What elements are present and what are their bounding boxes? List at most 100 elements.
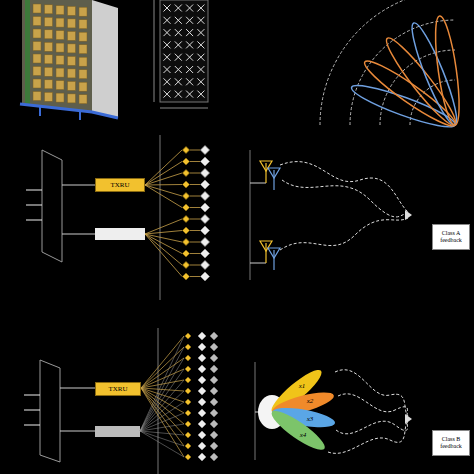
- phase-shifter: [183, 273, 190, 280]
- antenna-element: [198, 420, 206, 428]
- cross-element: [175, 91, 182, 98]
- cross-element: [175, 78, 182, 85]
- txru-box: TXRU: [95, 178, 145, 192]
- cross-element: [197, 78, 204, 85]
- antenna-patch: [33, 67, 41, 76]
- phase-shifter: [183, 262, 190, 269]
- cross-element: [175, 29, 182, 36]
- phase-shifter: [183, 227, 190, 234]
- txru-box: TXRU: [95, 382, 141, 396]
- antenna-patch: [33, 54, 41, 63]
- feed-line: [141, 388, 184, 435]
- cross-element: [164, 17, 171, 24]
- antenna-element: [201, 180, 210, 189]
- dimension-line: [160, 108, 208, 109]
- feed-line: [145, 185, 182, 196]
- antenna-element: [210, 398, 218, 406]
- phase-shifter: [185, 410, 191, 416]
- antenna-element: [198, 431, 206, 439]
- antenna-patch: [33, 17, 41, 26]
- phase-shifter: [185, 399, 191, 405]
- antenna-patch: [56, 6, 64, 15]
- feed-line: [190, 230, 200, 231]
- cross-element: [164, 29, 171, 36]
- antenna-element: [210, 431, 218, 439]
- cross-element: [197, 5, 204, 12]
- antenna-patch: [33, 92, 41, 101]
- antenna-patch: [56, 43, 64, 52]
- node-text: TXRU: [110, 181, 129, 189]
- cross-element: [186, 66, 193, 73]
- feed-line: [141, 388, 184, 424]
- antenna-patch: [79, 95, 87, 104]
- arrow-head: [405, 414, 412, 424]
- antenna-patch: [45, 17, 53, 26]
- antenna-patch: [45, 30, 53, 39]
- cross-element: [164, 78, 171, 85]
- feed-line: [141, 388, 184, 413]
- cross-element: [164, 66, 171, 73]
- antenna-element: [201, 226, 210, 235]
- feed-line: [190, 150, 200, 151]
- cross-element: [186, 5, 193, 12]
- cross-element: [164, 91, 171, 98]
- panel-base: [20, 104, 118, 118]
- antenna-symbol: [260, 161, 272, 171]
- cross-element: [197, 78, 204, 85]
- antenna-patch: [79, 32, 87, 41]
- node-text: Class A feedback: [436, 230, 466, 244]
- range-arc: [320, 0, 455, 125]
- cross-element: [186, 17, 193, 24]
- frame-line: [255, 362, 256, 460]
- beam-label: x4: [300, 432, 307, 439]
- feed-line: [140, 347, 184, 431]
- cross-element: [186, 54, 193, 61]
- antenna-patch: [79, 45, 87, 54]
- antenna-symbol: [265, 243, 266, 263]
- antenna-patch: [68, 81, 76, 90]
- antenna-patch: [45, 92, 53, 101]
- panel-side: [92, 0, 118, 118]
- cross-element: [197, 41, 204, 48]
- antenna-element: [198, 387, 206, 395]
- phase-shifter: [185, 432, 191, 438]
- panel-leg: [79, 110, 81, 120]
- input-line: [26, 205, 42, 206]
- antenna-element: [201, 192, 210, 201]
- antenna-element: [201, 215, 210, 224]
- feed-line: [145, 150, 182, 185]
- feed-line: [190, 242, 200, 243]
- antenna-patch: [33, 4, 41, 13]
- antenna-patch: [68, 56, 76, 65]
- cross-element: [164, 29, 171, 36]
- phase-shifter: [185, 366, 191, 372]
- feed-line: [145, 231, 182, 235]
- cross-element: [197, 17, 204, 24]
- node-text: Class B feedback: [436, 436, 466, 450]
- antenna-patch: [79, 82, 87, 91]
- dimension-line: [154, 0, 155, 102]
- cross-element: [164, 17, 171, 24]
- cross-element: [164, 54, 171, 61]
- antenna-patch: [56, 18, 64, 27]
- antenna-element: [210, 365, 218, 373]
- antenna-patch: [56, 56, 64, 65]
- phase-shifter: [185, 377, 191, 383]
- phase-shifter: [185, 454, 191, 460]
- cross-element: [197, 54, 204, 61]
- cross-element: [175, 17, 182, 24]
- antenna-patch: [45, 67, 53, 76]
- cross-element: [164, 91, 171, 98]
- phase-shifter: [185, 388, 191, 394]
- antenna-element: [198, 409, 206, 417]
- feed-line: [190, 265, 200, 266]
- cross-element: [186, 29, 193, 36]
- antenna-element: [198, 343, 206, 351]
- cross-element: [186, 66, 193, 73]
- antenna-patch: [68, 94, 76, 103]
- beam-lobe: [380, 33, 462, 131]
- phase-shifter: [183, 250, 190, 257]
- antenna-patch: [45, 42, 53, 51]
- antenna-element: [210, 354, 218, 362]
- phase-shifter: [185, 355, 191, 361]
